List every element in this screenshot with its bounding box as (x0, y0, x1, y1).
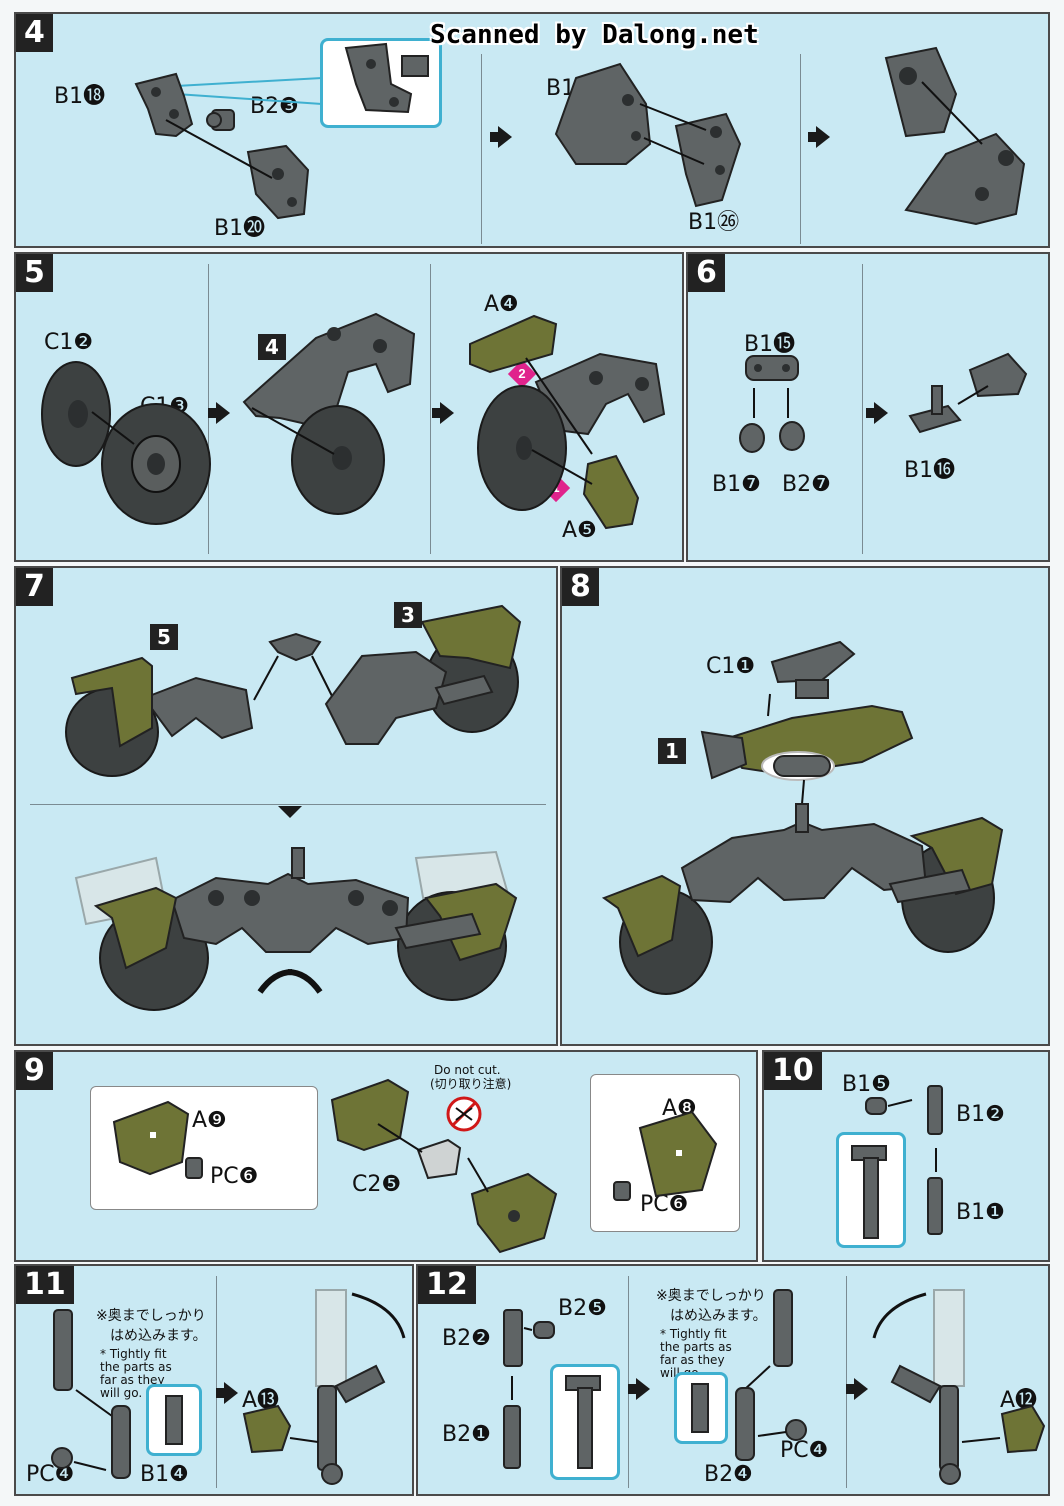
part-label: PC❹ (780, 1438, 829, 1463)
step-11-illustration (51, 1289, 406, 1485)
part-label: C1❶ (706, 654, 756, 679)
step-12-panel: 12 B2❺ B2❷ B2❶ ※奥までしっかり はめ込みます。 * Tightl… (416, 1264, 1050, 1496)
step-number: 11 (16, 1266, 74, 1304)
step-9-panel: 9 A❾ PC❻ C2❺ A❽ PC❻ Do not cut. (切り取り注意) (14, 1050, 758, 1262)
step-5-panel: 5 C1❷ C1❸ A❹ A❺ 4 2 1 (14, 252, 684, 562)
sub-assembly-ref: 1 (658, 738, 686, 764)
part-label: B1⓴ (214, 216, 266, 241)
part-label: B2❹ (704, 1462, 753, 1487)
step-number: 12 (418, 1266, 476, 1304)
part-label: B1⓰ (904, 458, 956, 483)
part-label: B2❷ (442, 1326, 491, 1351)
down-arrow (278, 806, 302, 818)
part-label: B1❼ (712, 472, 761, 497)
step-number: 10 (764, 1052, 822, 1090)
part-label: B1❶ (956, 1200, 1005, 1225)
part-label: A❺ (562, 518, 597, 543)
assembly-note-jp: はめ込みます。 (110, 1328, 207, 1344)
next-arrow (866, 402, 888, 424)
part-label: PC❻ (640, 1192, 689, 1217)
part-label: A❹ (484, 292, 519, 317)
part-label: B1❺ (842, 1072, 891, 1097)
do-not-cut-note-jp: (切り取り注意) (430, 1077, 512, 1091)
assembly-note-jp: はめ込みます。 (670, 1308, 767, 1324)
step-7-illustration (65, 604, 522, 1011)
step-number: 8 (562, 568, 599, 606)
sub-assembly-ref: 4 (258, 334, 286, 360)
step-10-illustration (851, 1085, 943, 1239)
next-arrow (208, 402, 230, 424)
assembly-note-jp: ※奥までしっかり (96, 1308, 206, 1324)
next-arrow (216, 1382, 238, 1404)
step-4-illustration (134, 42, 1026, 226)
next-arrow (432, 402, 454, 424)
step-8-illustration (601, 640, 1004, 995)
step-number: 7 (16, 568, 53, 606)
step-8-panel: 8 C1❶ 1 (560, 566, 1050, 1046)
do-not-cut-note: Do not cut. (434, 1063, 501, 1077)
next-arrow (490, 126, 512, 148)
step-11-panel: 11 ※奥までしっかり はめ込みます。 * Tightly fit the pa… (14, 1264, 414, 1496)
step-6-panel: 6 B1⓯ B1❼ B2❼ B1⓰ (686, 252, 1050, 562)
part-label: B2❶ (442, 1422, 491, 1447)
step-number: 4 (16, 14, 53, 52)
step-9-illustration (112, 1078, 718, 1254)
part-label: B1❷ (956, 1102, 1005, 1127)
part-label: B1❹ (140, 1462, 189, 1487)
part-label: A❾ (192, 1108, 227, 1133)
part-label: B1⓲ (54, 84, 106, 109)
step-5-illustration (41, 312, 666, 530)
watermark: Scanned by Dalong.net (430, 20, 759, 50)
step-12-illustration (503, 1289, 1046, 1485)
sub-assembly-ref: 3 (394, 602, 422, 628)
step-number: 6 (688, 254, 725, 292)
part-label: C1❷ (44, 330, 94, 355)
next-arrow (846, 1378, 868, 1400)
step-number: 5 (16, 254, 53, 292)
part-label: B1㉖ (688, 210, 740, 235)
sub-assembly-ref: 5 (150, 624, 178, 650)
part-label: C2❺ (352, 1172, 402, 1197)
step-4-panel: 4 B1⓲ B2❸ B1⓴ B1㉕ B1㉖ (14, 12, 1050, 248)
next-arrow (628, 1378, 650, 1400)
part-label: PC❻ (210, 1164, 259, 1189)
step-6-illustration (739, 352, 1028, 453)
assembly-note-en: * Tightly fit the parts as far as they w… (100, 1347, 172, 1400)
part-label: B1⓯ (744, 332, 796, 357)
next-arrow (808, 126, 830, 148)
part-label: B2❺ (558, 1296, 607, 1321)
step-7-panel: 7 5 3 (14, 566, 558, 1046)
part-label: B2❼ (782, 472, 831, 497)
step-number: 9 (16, 1052, 53, 1090)
step-10-panel: 10 B1❺ B1❷ B1❶ (762, 1050, 1050, 1262)
assembly-note-jp: ※奥までしっかり (656, 1288, 766, 1304)
part-label: B2❸ (250, 94, 299, 119)
